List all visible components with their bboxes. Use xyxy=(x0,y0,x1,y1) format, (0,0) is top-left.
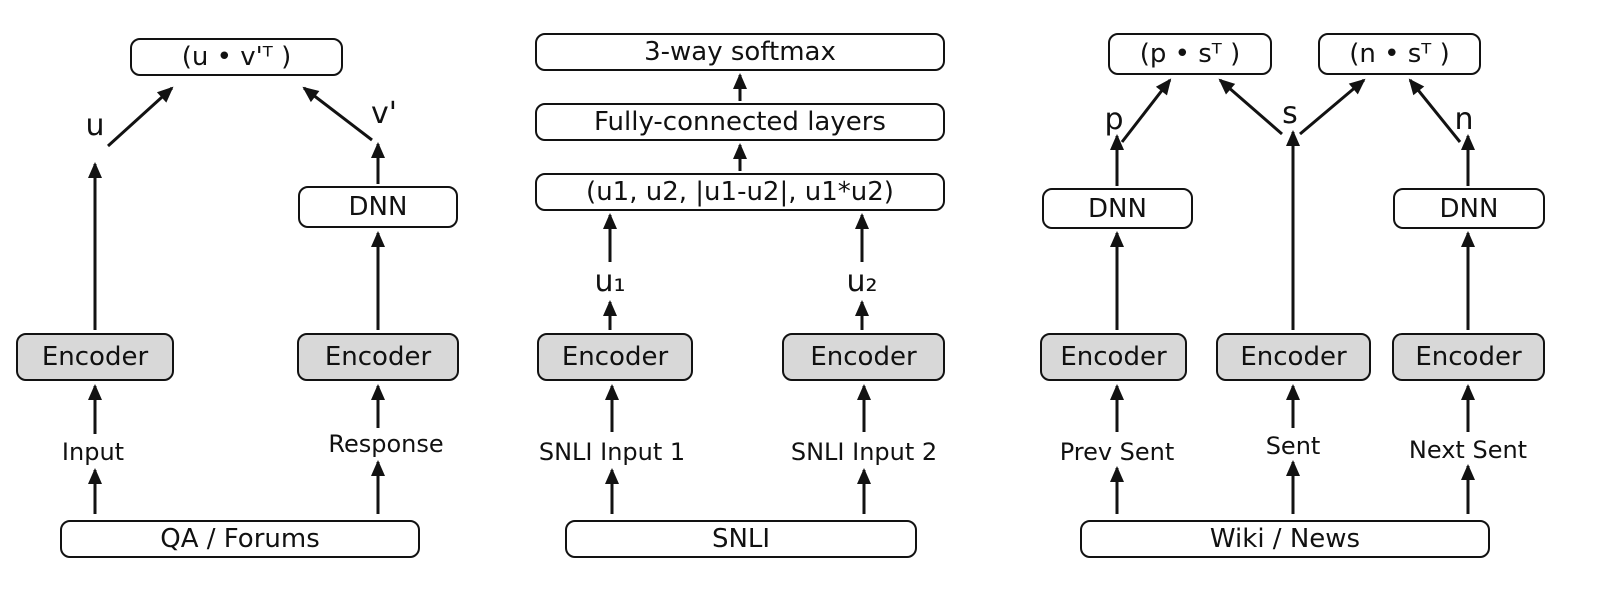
qa-output-box: (u • v'ᵀ ) xyxy=(130,38,343,76)
skipthought-encoder-right-box: Encoder xyxy=(1392,333,1545,381)
skipthought-ns-output-box: (n • sᵀ ) xyxy=(1318,33,1481,75)
qa-response-label: Response xyxy=(328,430,444,458)
arrow-p-to-ps xyxy=(1120,78,1172,143)
skipthought-next-sent-label: Next Sent xyxy=(1408,436,1528,464)
qa-encoder-left-box: Encoder xyxy=(16,333,174,381)
skipthought-prev-sent-label: Prev Sent xyxy=(1059,438,1175,466)
snli-corpus-box: SNLI xyxy=(565,520,917,558)
qa-input-label: Input xyxy=(61,438,125,466)
skipthought-encoder-left-box: Encoder xyxy=(1040,333,1187,381)
qa-v-label: v' xyxy=(370,96,398,131)
qa-u-label: u xyxy=(85,108,105,143)
snli-input1-label: SNLI Input 1 xyxy=(538,438,686,466)
qa-arrows xyxy=(88,86,385,514)
skipthought-dnn-right-box: DNN xyxy=(1393,188,1545,229)
snli-input2-label: SNLI Input 2 xyxy=(790,438,938,466)
snli-features-box: (u1, u2, |u1-u2|, u1*u2) xyxy=(535,173,945,211)
snli-u2-label: u₂ xyxy=(846,264,878,299)
qa-corpus-box: QA / Forums xyxy=(60,520,420,558)
skipthought-n-label: n xyxy=(1454,102,1474,137)
arrow-s-to-ps xyxy=(1218,78,1283,136)
skipthought-encoder-mid-box: Encoder xyxy=(1216,333,1371,381)
arrow-u-to-output xyxy=(106,86,174,148)
skipthought-ps-output-box: (p • sᵀ ) xyxy=(1108,33,1272,75)
skipthought-p-label: p xyxy=(1104,102,1124,137)
arrow-n-to-ns xyxy=(1408,78,1462,143)
arrow-s-to-ns xyxy=(1299,78,1366,136)
skipthought-arrows xyxy=(1110,78,1475,514)
skipthought-corpus-box: Wiki / News xyxy=(1080,520,1490,558)
snli-fully-connected-box: Fully-connected layers xyxy=(535,103,945,141)
snli-softmax-box: 3-way softmax xyxy=(535,33,945,71)
qa-dnn-box: DNN xyxy=(298,186,458,228)
snli-encoder-right-box: Encoder xyxy=(782,333,945,381)
skipthought-sent-label: Sent xyxy=(1265,432,1321,460)
snli-encoder-left-box: Encoder xyxy=(537,333,693,381)
arrow-v-to-output xyxy=(302,86,373,142)
snli-u1-label: u₁ xyxy=(594,264,626,299)
qa-encoder-right-box: Encoder xyxy=(297,333,459,381)
snli-arrows xyxy=(603,73,871,514)
skipthought-dnn-left-box: DNN xyxy=(1042,188,1193,229)
skipthought-s-label: s xyxy=(1282,96,1298,131)
